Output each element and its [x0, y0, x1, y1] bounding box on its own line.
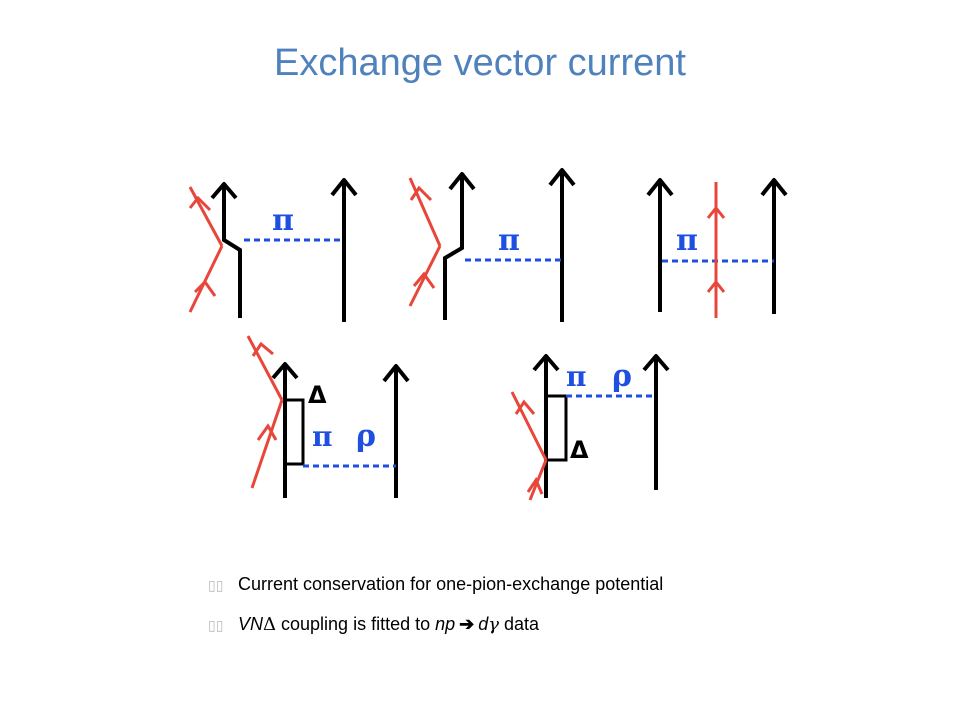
pi-label: π — [312, 420, 333, 453]
bullet-list: ▯▯ Current conservation for one-pion-exc… — [208, 574, 908, 654]
photon-arrowhead — [706, 279, 726, 293]
diagram-3: π — [646, 178, 788, 318]
gamma-symbol: γ — [488, 614, 500, 635]
arrow-icon: ➔ — [459, 614, 475, 634]
vn-text: VN — [238, 614, 264, 634]
photon-line — [528, 459, 548, 501]
pi-label: π — [498, 223, 520, 258]
photon-arrowhead — [188, 195, 212, 212]
diagram-5: π ρ Δ — [510, 354, 670, 501]
nucleon-arrowhead — [646, 178, 674, 197]
photon-arrowhead — [256, 423, 278, 441]
photon-line — [188, 245, 224, 313]
delta-label: Δ — [570, 436, 589, 464]
diagram-4: Δ π ρ — [246, 335, 410, 498]
delta-label: Δ — [308, 381, 327, 409]
photon-arrowhead — [409, 185, 433, 202]
np-text: np — [435, 614, 456, 634]
nucleon-arrowhead — [271, 362, 299, 380]
photon-arrowhead — [514, 399, 536, 415]
pi-label: π — [676, 223, 698, 258]
nucleon-arrowhead — [382, 364, 410, 383]
pi-label: π — [272, 203, 294, 238]
photon-line — [250, 399, 284, 489]
diagram-2: π — [408, 168, 576, 322]
d-text: d — [478, 614, 489, 634]
nucleon-arrowhead — [760, 178, 788, 197]
bullet-marker: ▯▯ — [208, 617, 224, 633]
delta-box — [544, 394, 568, 462]
photon-arrowhead — [193, 279, 217, 297]
pi-label: π — [566, 360, 587, 393]
photon-line — [188, 186, 224, 247]
nucleon-arrowhead — [448, 172, 476, 191]
nucleon-arrowhead — [210, 182, 238, 200]
slide-title: Exchange vector current — [274, 42, 686, 84]
rho-label: ρ — [356, 419, 376, 454]
nucleon-line-left — [222, 186, 242, 318]
rho-label: ρ — [612, 359, 632, 394]
photon-arrowhead — [412, 271, 436, 289]
bullet-text: Current conservation for one-pion-exchan… — [238, 574, 664, 594]
nucleon-arrowhead — [548, 168, 576, 187]
nucleon-arrowhead — [532, 354, 560, 372]
delta-symbol: Δ — [263, 614, 277, 635]
photon-line — [510, 391, 548, 461]
photon-line — [408, 177, 442, 247]
bullet-marker: ▯▯ — [208, 577, 224, 593]
diagram-1: π — [188, 178, 358, 322]
nucleon-line-left — [443, 176, 464, 320]
photon-line — [246, 335, 284, 401]
photon-arrowhead — [706, 205, 726, 219]
nucleon-arrowhead — [330, 178, 358, 197]
bullet-text: coupling is fitted to — [276, 614, 436, 634]
bullet-item: ▯▯ Current conservation for one-pion-exc… — [208, 574, 908, 614]
photon-arrowhead — [526, 476, 544, 495]
photon-arrowhead — [251, 341, 274, 357]
bullet-tail: data — [499, 614, 540, 634]
nucleon-arrowhead — [642, 354, 670, 372]
delta-box — [283, 398, 305, 466]
